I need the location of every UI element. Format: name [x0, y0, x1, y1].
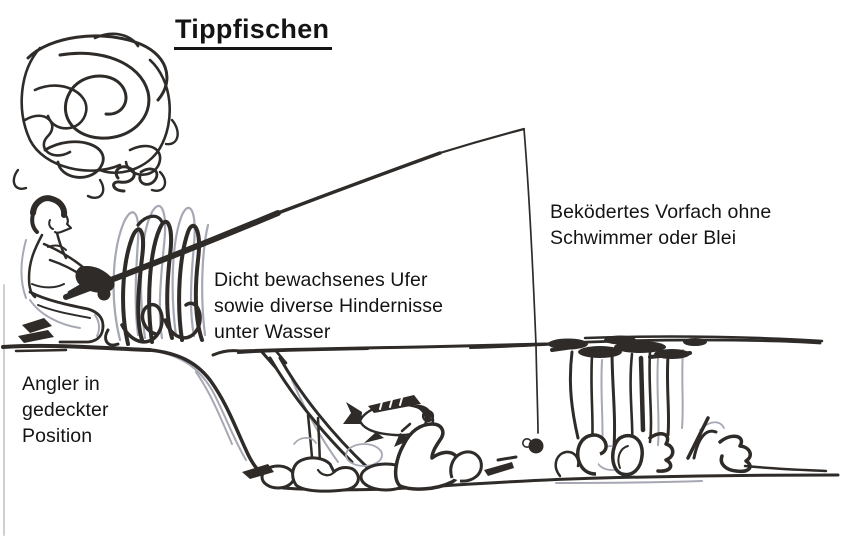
label-overgrown-bank-line1: Dicht bewachsenes Ufer	[214, 269, 428, 291]
fish-dorsal-fin	[368, 395, 421, 413]
fishing-line	[523, 128, 539, 434]
fish-tail	[343, 402, 362, 424]
label-angler-position: Angler in gedeckter Position	[22, 371, 109, 449]
bottom-line	[281, 473, 840, 492]
angler-hands-reel	[75, 266, 115, 293]
lily-pad	[578, 346, 622, 358]
fish-eye	[421, 409, 435, 423]
fish-head	[412, 404, 432, 424]
right-rocks	[554, 416, 828, 478]
label-baited-leader: Beködertes Vorfach ohne Schwimmer oder B…	[550, 199, 771, 251]
label-baited-leader-line1: Beködertes Vorfach ohne	[550, 201, 772, 223]
tall-rock	[393, 422, 463, 491]
label-overgrown-bank-line3: unter Wasser	[214, 321, 331, 343]
label-angler-position-line3: Position	[22, 425, 93, 447]
bottom-rocks	[242, 422, 518, 493]
angler-shoe	[18, 330, 54, 343]
scribble-tree	[12, 32, 179, 199]
label-overgrown-bank: Dicht bewachsenes Ufer sowie diverse Hin…	[214, 267, 443, 345]
underwater-branch	[260, 349, 370, 472]
fish-fin	[394, 433, 412, 447]
label-baited-leader-line2: Schwimmer oder Blei	[550, 227, 737, 249]
baited-hook	[521, 437, 544, 454]
fish	[343, 393, 435, 447]
fish-fin	[364, 432, 384, 443]
debris	[484, 462, 514, 476]
label-overgrown-bank-line2: sowie diverse Hindernisse	[214, 295, 444, 317]
page-title: Tippfischen	[174, 14, 333, 50]
kneeling-angler	[18, 195, 115, 344]
label-angler-position-line1: Angler in	[22, 373, 100, 395]
label-angler-position-line2: gedeckter	[22, 399, 109, 421]
bank-ground	[1, 343, 152, 353]
fishing-rod	[63, 127, 526, 300]
lily-pad	[683, 338, 707, 346]
lily-pad	[604, 335, 636, 345]
angler-shoe	[22, 318, 52, 333]
angler-hair	[30, 195, 68, 218]
